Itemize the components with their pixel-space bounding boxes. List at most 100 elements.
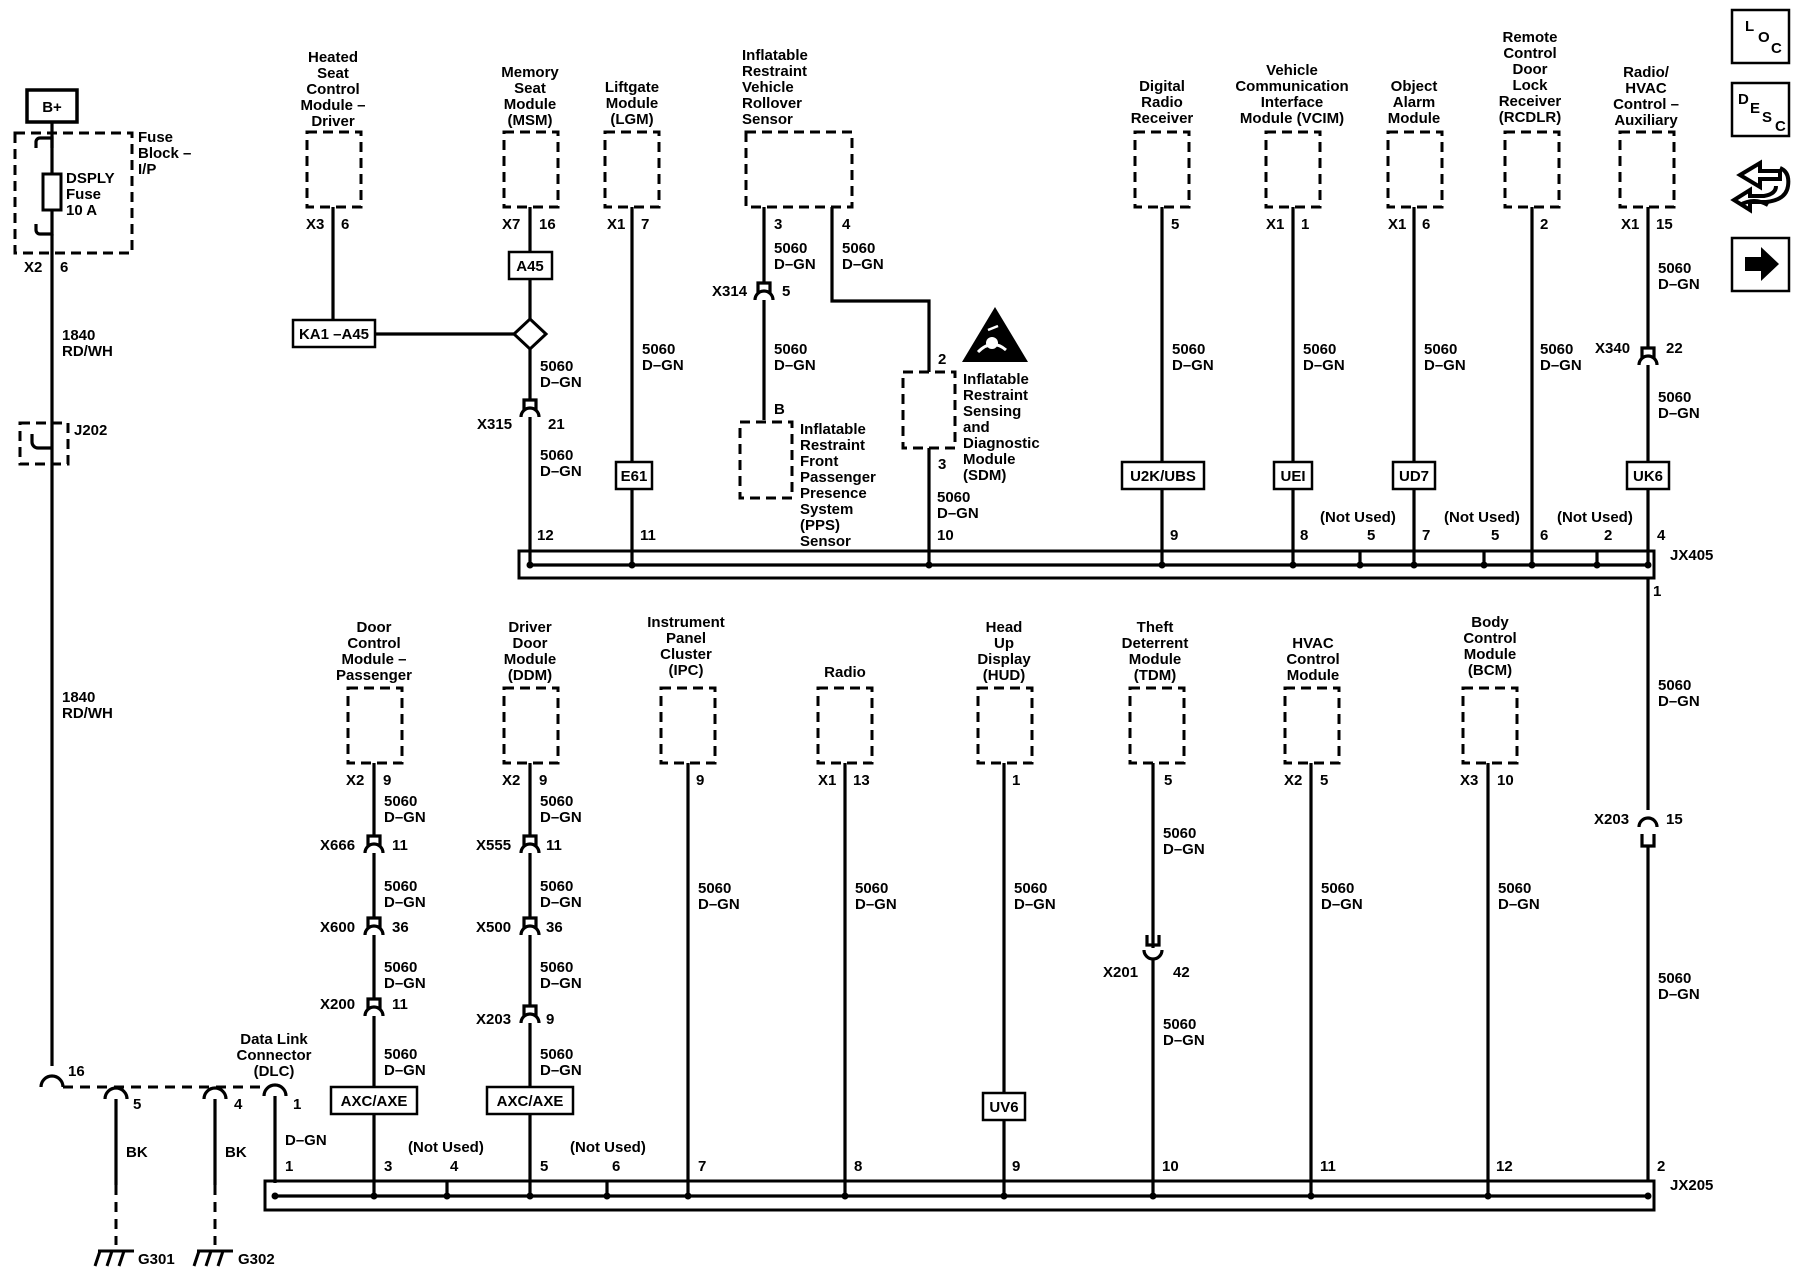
drr-box <box>1133 130 1191 209</box>
vcim-box <box>1264 130 1322 209</box>
hud-box <box>976 686 1034 765</box>
hvac-pin: 5 <box>1320 772 1328 789</box>
desc-button[interactable]: D E S C <box>1730 81 1791 138</box>
x600-pin <box>366 916 382 928</box>
oam-circuit: 5060 <box>1424 341 1457 358</box>
tdm-pin: 5 <box>1164 772 1172 789</box>
x600-pin-num: 36 <box>392 919 409 936</box>
lgm-color: D–GN <box>642 357 684 374</box>
hvac-color: D–GN <box>1321 896 1363 913</box>
x500-label: X500 <box>476 919 511 936</box>
ddm-box <box>502 686 560 765</box>
axc2-tag <box>485 1085 575 1116</box>
jx205-pin-10: 10 <box>1162 1158 1179 1175</box>
e61-tag <box>614 460 654 491</box>
jx405-pin-8: 8 <box>1300 527 1308 544</box>
jx405-pin-12: 12 <box>537 527 554 544</box>
radio-circuit: 5060 <box>855 880 888 897</box>
rollover-a2-color: D–GN <box>774 357 816 374</box>
drr-circuit: 5060 <box>1172 341 1205 358</box>
hvac-circuit: 5060 <box>1321 880 1354 897</box>
g302-ground-symbol <box>192 1249 233 1267</box>
hud-circuit: 5060 <box>1014 880 1047 897</box>
x500-pin-num: 36 <box>546 919 563 936</box>
feed-color-2: RD/WH <box>62 705 113 722</box>
j202-contact <box>30 434 52 450</box>
loc-letter-o: O <box>1758 29 1770 46</box>
oam-conn: X1 <box>1388 216 1406 233</box>
j202-label: J202 <box>74 422 107 439</box>
dcm-w4-circuit: 5060 <box>384 1046 417 1063</box>
lgm-circuit: 5060 <box>642 341 675 358</box>
radio-color: D–GN <box>855 896 897 913</box>
msm-w2-circuit: 5060 <box>540 447 573 464</box>
rha-w1-circuit: 5060 <box>1658 260 1691 277</box>
x315-pin-num: 21 <box>548 416 565 433</box>
drr-color: D–GN <box>1172 357 1214 374</box>
oam-box <box>1386 130 1444 209</box>
desc-letter-e: E <box>1750 100 1760 117</box>
jx405-pin-5b: 5 <box>1491 527 1499 544</box>
rollover-pin-4: 4 <box>842 216 851 233</box>
rcdlr-pin: 2 <box>1540 216 1548 233</box>
x314-pin <box>756 281 772 293</box>
splice-diamond <box>511 316 549 352</box>
hud-color: D–GN <box>1014 896 1056 913</box>
jx405-pin-11: 11 <box>640 527 656 544</box>
radio-name: Radio <box>824 664 866 681</box>
x200-pin-num: 11 <box>392 996 408 1013</box>
u2k-label: U2K/UBS <box>1130 468 1196 485</box>
dcm-box <box>346 686 404 765</box>
uei-tag <box>1272 460 1314 491</box>
jx205-pin-3: 3 <box>384 1158 392 1175</box>
jx205-not-used-2: (Not Used) <box>570 1139 646 1156</box>
msm-w1-circuit: 5060 <box>540 358 573 375</box>
x200-socket <box>363 1005 385 1017</box>
x555-label: X555 <box>476 837 511 854</box>
desc-button-frame[interactable] <box>1730 81 1791 138</box>
trunk-w2-color: D–GN <box>1658 986 1700 1003</box>
jx405-pin-6: 6 <box>1540 527 1548 544</box>
oam-color: D–GN <box>1424 357 1466 374</box>
x666-pin-num: 11 <box>392 837 408 854</box>
loc-button-frame[interactable] <box>1730 8 1791 65</box>
loc-letter-l: L <box>1745 18 1754 35</box>
rcdlr-box <box>1503 130 1561 209</box>
bcm-circuit: 5060 <box>1498 880 1531 897</box>
x500-socket <box>519 924 541 936</box>
sdm-circuit: 5060 <box>937 489 970 506</box>
jx405-label: JX405 <box>1670 547 1713 564</box>
right-trunk: 5060 D–GN X203 15 5060 D–GN <box>1594 578 1700 1182</box>
dcm-pin: 9 <box>383 772 391 789</box>
g301-bk: BK <box>126 1144 148 1161</box>
jx205-label: JX205 <box>1670 1177 1713 1194</box>
connector-icon[interactable] <box>1730 158 1792 220</box>
rollover-b-color: D–GN <box>842 256 884 273</box>
dlc-wire-color: D–GN <box>285 1132 327 1149</box>
rollover-box <box>744 130 854 209</box>
tdm-box <box>1128 686 1186 765</box>
ddm-w2-circuit: 5060 <box>540 878 573 895</box>
arrow-right-icon[interactable] <box>1730 236 1791 293</box>
splice-16-pin: 16 <box>68 1063 85 1080</box>
x203b-pin-num: 15 <box>1666 811 1683 828</box>
loc-button[interactable]: L O C <box>1730 8 1791 65</box>
ddm-pin: 9 <box>539 772 547 789</box>
x600-label: X600 <box>320 919 355 936</box>
x201-pin <box>1145 935 1161 947</box>
